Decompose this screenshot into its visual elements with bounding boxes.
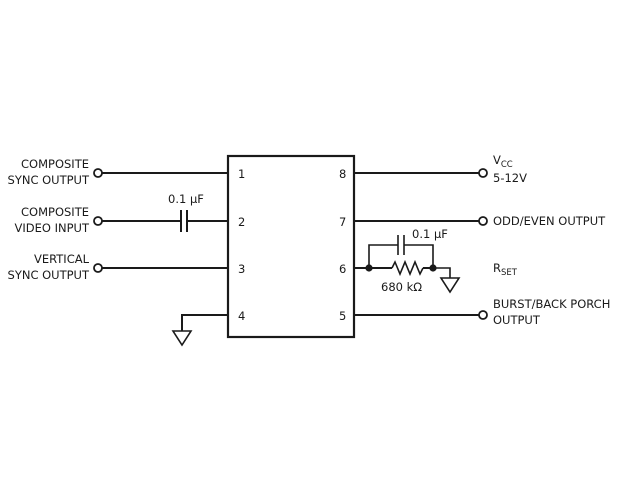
label-vertical-sync-output-2: SYNC OUTPUT xyxy=(8,268,90,282)
terminal-pin2 xyxy=(93,216,103,226)
pin-number-1: 1 xyxy=(238,167,245,181)
input-capacitor-label: 0.1 μF xyxy=(168,192,204,206)
pin3-connection xyxy=(93,263,228,273)
pin7-connection xyxy=(354,216,488,226)
label-composite-sync-output-2: SYNC OUTPUT xyxy=(8,173,90,187)
pin-number-6: 6 xyxy=(339,262,346,276)
pin6-rset-network xyxy=(354,235,461,294)
pin1-connection xyxy=(93,168,228,178)
pin5-connection xyxy=(354,310,488,320)
pin-number-3: 3 xyxy=(238,262,245,276)
pin-number-5: 5 xyxy=(339,309,346,323)
terminal-pin3 xyxy=(93,263,103,273)
pin4-ground xyxy=(171,314,228,347)
label-composite-sync-output-1: COMPOSITE xyxy=(21,157,89,171)
rset-resistor xyxy=(391,259,424,277)
pin-number-4: 4 xyxy=(238,309,245,323)
terminal-pin8 xyxy=(478,168,488,178)
pin-number-2: 2 xyxy=(238,215,245,229)
terminal-pin1 xyxy=(93,168,103,178)
label-odd-even-output: ODD/EVEN OUTPUT xyxy=(493,214,606,228)
terminal-pin7 xyxy=(478,216,488,226)
ic-body xyxy=(226,154,356,339)
ground-symbol-left xyxy=(171,330,193,347)
label-burst-back-porch-1: BURST/BACK PORCH xyxy=(493,297,610,311)
label-vcc-range: 5-12V xyxy=(493,171,527,185)
label-vertical-sync-output-1: VERTICAL xyxy=(34,252,90,266)
junction-dot-right xyxy=(429,264,437,272)
label-composite-video-input-2: VIDEO INPUT xyxy=(15,221,90,235)
pin-number-7: 7 xyxy=(339,215,346,229)
label-composite-video-input-1: COMPOSITE xyxy=(21,205,89,219)
rset-resistor-label: 680 kΩ xyxy=(381,280,422,294)
label-rset: RSET xyxy=(493,261,518,278)
rset-capacitor-label: 0.1 μF xyxy=(412,227,448,241)
ground-symbol-right xyxy=(439,277,461,294)
pin8-connection xyxy=(354,168,488,178)
pin2-connection xyxy=(93,210,228,232)
pin-number-8: 8 xyxy=(339,167,346,181)
junction-dot-left xyxy=(365,264,373,272)
label-vcc: VCC xyxy=(493,153,513,170)
label-burst-back-porch-2: OUTPUT xyxy=(493,313,541,327)
terminal-pin5 xyxy=(478,310,488,320)
